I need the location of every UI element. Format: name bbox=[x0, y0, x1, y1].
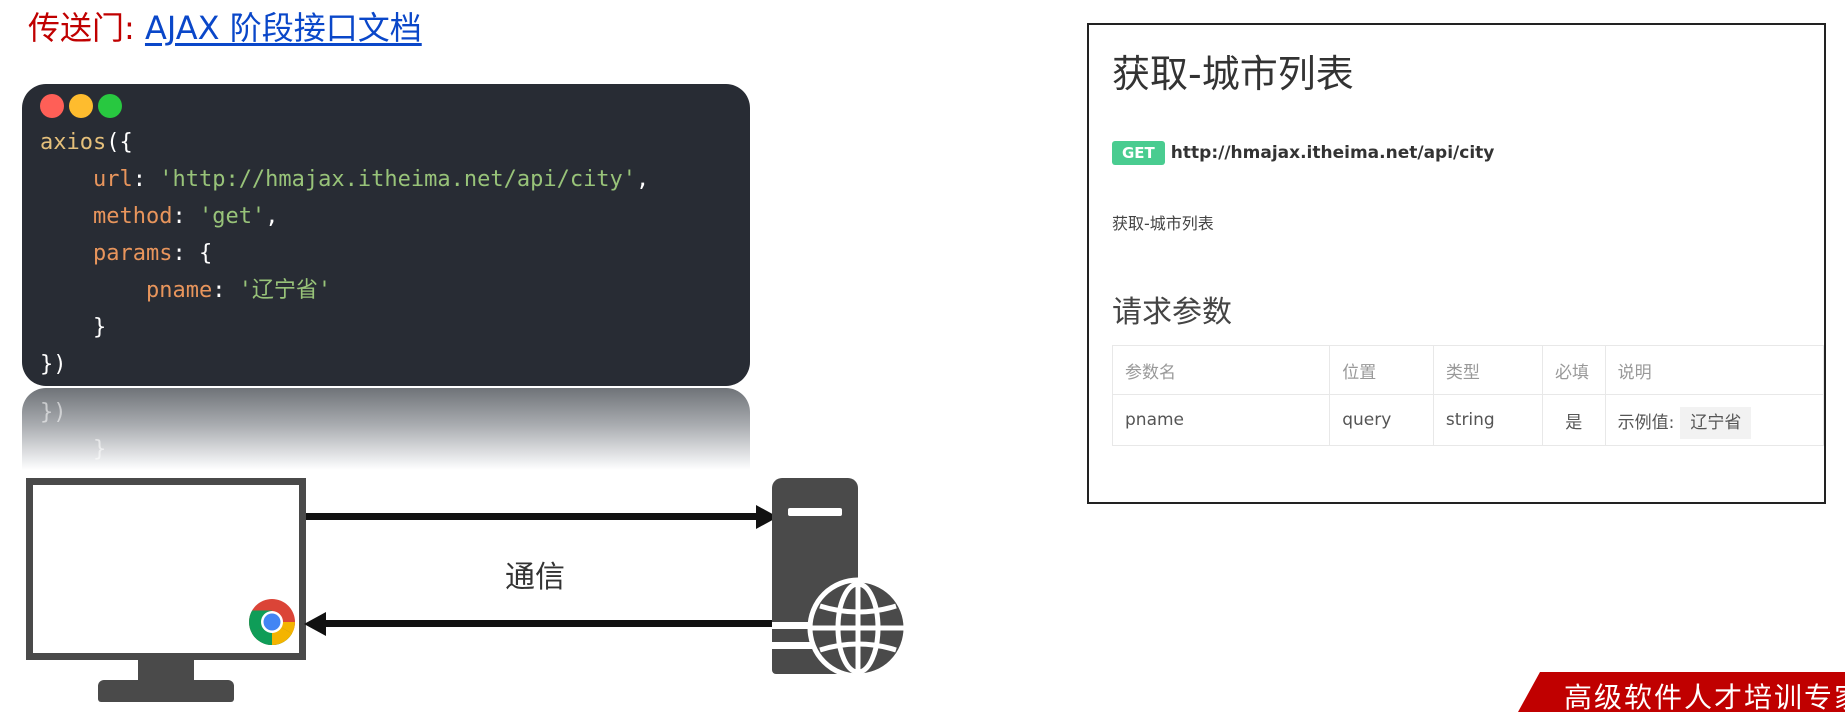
code-line: axios({ bbox=[40, 130, 133, 155]
response-arrowhead bbox=[304, 612, 326, 636]
code-token: } bbox=[40, 315, 107, 340]
server-stripe bbox=[772, 642, 812, 649]
code-reflection: }) } bbox=[22, 388, 750, 470]
code-token: : bbox=[212, 278, 239, 303]
minimize-dot-icon bbox=[69, 94, 93, 118]
param-in: query bbox=[1329, 394, 1434, 446]
close-dot-icon bbox=[40, 94, 64, 118]
col-header-required: 必填 bbox=[1542, 345, 1606, 395]
code-window: axios({ url: 'http://hmajax.itheima.net/… bbox=[22, 84, 750, 386]
code-line: } bbox=[40, 315, 106, 340]
code-token: '辽宁省' bbox=[238, 278, 332, 303]
server-slot bbox=[788, 508, 842, 516]
method-badge: GET bbox=[1112, 141, 1165, 165]
code-token: params bbox=[40, 241, 173, 266]
params-table: 参数名 位置 类型 必填 说明 pname query string 是 示例值… bbox=[1111, 345, 1824, 446]
monitor-screen bbox=[26, 478, 306, 660]
communication-label: 通信 bbox=[505, 560, 565, 595]
code-line: url: 'http://hmajax.itheima.net/api/city… bbox=[40, 167, 649, 192]
params-section-title: 请求参数 bbox=[1112, 295, 1232, 330]
example-label: 示例值: bbox=[1617, 412, 1675, 433]
code-token: : { bbox=[172, 241, 213, 266]
code-block: axios({ url: 'http://hmajax.itheima.net/… bbox=[40, 124, 649, 383]
code-token: , bbox=[636, 167, 650, 192]
portal-header: 传送门: AJAX 阶段接口文档 bbox=[28, 6, 422, 50]
code-token: ({ bbox=[106, 130, 133, 155]
code-token: 'get' bbox=[198, 204, 266, 229]
endpoint-url: http://hmajax.itheima.net/api/city bbox=[1170, 143, 1495, 163]
code-token: , bbox=[265, 204, 279, 229]
code-token: url bbox=[40, 167, 133, 192]
code-line: method: 'get', bbox=[40, 204, 278, 229]
server-stripe bbox=[772, 622, 812, 629]
code-token: axios bbox=[40, 130, 107, 155]
api-doc-link[interactable]: AJAX 阶段接口文档 bbox=[144, 9, 422, 47]
banner-text: 高级软件人才培训专家 bbox=[1564, 681, 1845, 714]
col-header-type: 类型 bbox=[1432, 345, 1544, 395]
api-doc-card: 获取-城市列表 GET http://hmajax.itheima.net/ap… bbox=[1087, 23, 1826, 504]
code-token: }) bbox=[40, 352, 67, 377]
brand-banner: 高级软件人才培训专家 bbox=[1518, 672, 1845, 712]
portal-label: 传送门: bbox=[28, 9, 135, 47]
code-token: : bbox=[172, 204, 199, 229]
monitor-base bbox=[98, 680, 234, 702]
params-header-row: 参数名 位置 类型 必填 说明 bbox=[1111, 345, 1824, 395]
code-token: method bbox=[40, 204, 173, 229]
api-title: 获取-城市列表 bbox=[1112, 52, 1354, 96]
param-name: pname bbox=[1111, 394, 1331, 446]
col-header-name: 参数名 bbox=[1111, 345, 1331, 395]
code-token: : bbox=[132, 167, 160, 192]
api-description: 获取-城市列表 bbox=[1112, 214, 1214, 233]
code-token: 'http://hmajax.itheima.net/api/city' bbox=[159, 167, 637, 192]
reflection-text: }) } bbox=[40, 400, 107, 462]
example-value: 辽宁省 bbox=[1680, 406, 1752, 439]
chrome-icon bbox=[249, 599, 295, 646]
table-row: pname query string 是 示例值:辽宁省 bbox=[1111, 394, 1824, 446]
code-token: pname bbox=[40, 278, 213, 303]
maximize-dot-icon bbox=[98, 94, 122, 118]
request-arrow-line bbox=[306, 513, 758, 520]
param-required: 是 bbox=[1542, 394, 1606, 446]
col-header-desc: 说明 bbox=[1604, 345, 1824, 395]
window-controls bbox=[40, 94, 122, 118]
code-line: }) bbox=[40, 352, 67, 377]
code-line: params: { bbox=[40, 241, 212, 266]
param-type: string bbox=[1432, 394, 1544, 446]
col-header-in: 位置 bbox=[1329, 345, 1434, 395]
response-arrow-line bbox=[324, 620, 772, 627]
globe-icon bbox=[807, 577, 909, 679]
endpoint-row: GET http://hmajax.itheima.net/api/city bbox=[1112, 141, 1494, 165]
param-desc: 示例值:辽宁省 bbox=[1604, 394, 1824, 446]
code-line: pname: '辽宁省' bbox=[40, 278, 331, 303]
